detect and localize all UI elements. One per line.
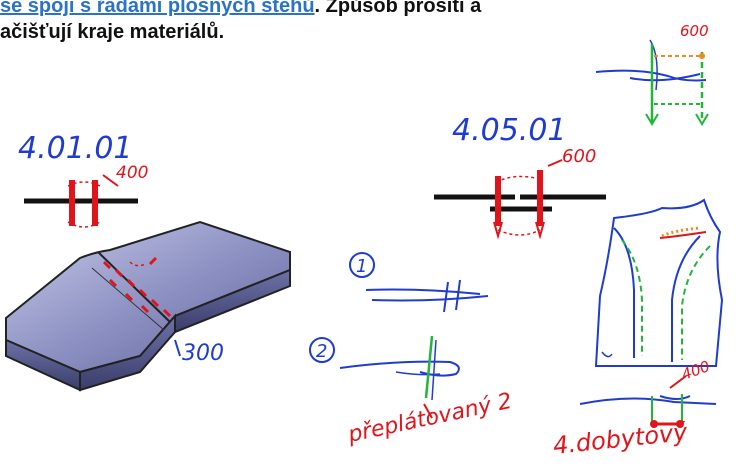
stitch-number-600-mid: 600	[562, 146, 596, 167]
marker-2: 2	[316, 341, 327, 362]
code-label-mid: 4.05.01	[452, 113, 567, 148]
marker-circle-2	[309, 337, 335, 363]
instruction-link[interactable]: se spojí s řadami plošných stehů	[0, 0, 315, 17]
garment-sketch	[594, 198, 724, 367]
stitch-number-400-right: 400	[679, 357, 712, 384]
marker-1: 1	[356, 256, 367, 277]
marker-circle-1	[349, 252, 375, 278]
code-label-left: 4.01.01	[18, 131, 133, 166]
stitch-number-400-left: 400	[116, 163, 148, 183]
instruction-line-2: ačišťují kraje materiálů.	[0, 21, 225, 43]
stitch-number-600-top: 600	[680, 22, 709, 40]
stitch-number-300: 300	[182, 341, 224, 366]
seam-diagram-4-05-01: 4.05.01 600	[434, 113, 606, 240]
seam-sketch-1: 1	[349, 252, 489, 313]
instruction-line-1-rest: . Způsob prošití a	[314, 0, 482, 17]
fabric-3d-illustration: 300	[5, 220, 291, 392]
seam-sketch-top-right: 600	[595, 22, 709, 126]
seam-sketch-2: 2 přeplátovaný 2	[309, 335, 514, 448]
instruction-line-1: se spojí s řadami plošných stehů. Způsob…	[0, 0, 481, 19]
stitch-marks	[102, 256, 172, 318]
seam-diagram-4-01-01: 4.01.01 400	[18, 131, 148, 228]
seam-sketch-bottom-right: 400 4.dobytový	[552, 357, 717, 460]
label-preplatovany: přeplátovaný 2	[345, 389, 514, 448]
label-dobytovy: 4.dobytový	[552, 418, 690, 460]
